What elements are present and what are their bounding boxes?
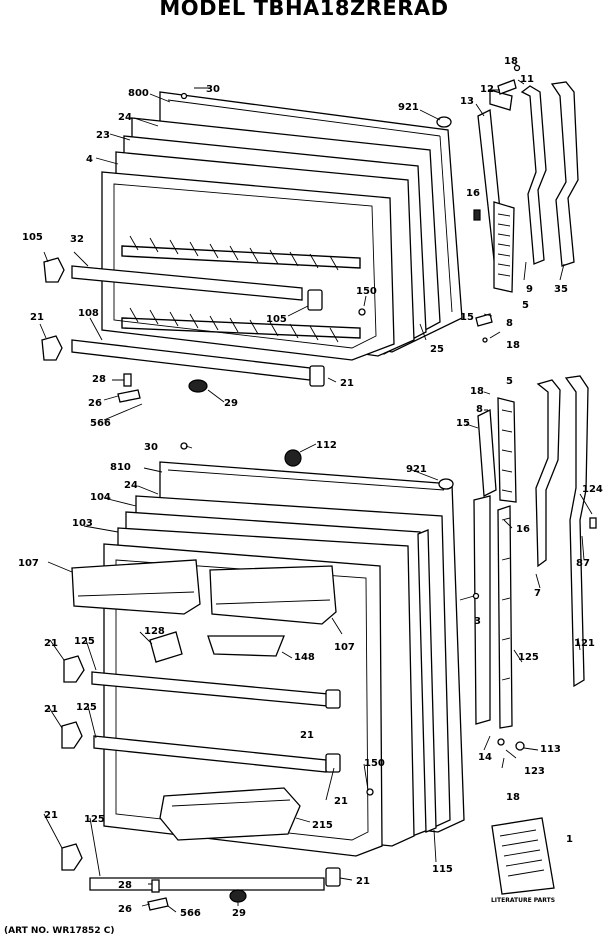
callout-921: 921 <box>398 102 419 113</box>
callout-103: 103 <box>72 518 93 529</box>
callout-8: 8 <box>506 318 513 329</box>
callout-108: 108 <box>78 308 99 319</box>
callout-125b: 125 <box>518 652 539 663</box>
callout-21c: 21 <box>44 638 58 649</box>
callout-1: 1 <box>566 834 573 845</box>
callout-26: 26 <box>88 398 102 409</box>
callout-5: 5 <box>522 300 529 311</box>
callout-4: 4 <box>86 154 93 165</box>
callout-107: 107 <box>18 558 39 569</box>
callout-30b: 30 <box>144 442 158 453</box>
callout-112: 112 <box>316 440 337 451</box>
callout-24b: 24 <box>124 480 138 491</box>
callout-28: 28 <box>92 374 106 385</box>
callout-21b: 21 <box>340 378 354 389</box>
callout-107b: 107 <box>334 642 355 653</box>
callout-24: 24 <box>118 112 132 123</box>
callout-128: 128 <box>144 626 165 637</box>
callout-29b: 29 <box>232 908 246 919</box>
fresh-food-door-assembly <box>61 375 597 911</box>
callout-113: 113 <box>540 744 561 755</box>
callout-23: 23 <box>96 130 110 141</box>
callout-21: 21 <box>30 312 44 323</box>
callout-566b: 566 <box>180 908 201 919</box>
callout-18: 18 <box>504 56 518 67</box>
callout-810: 810 <box>110 462 131 473</box>
callout-12: 12 <box>480 84 494 95</box>
callout-15: 15 <box>460 312 474 323</box>
callout-123: 123 <box>524 766 545 777</box>
callout-921b: 921 <box>406 464 427 475</box>
literature-parts-caption: LITERATURE PARTS <box>490 897 556 904</box>
callout-125d: 125 <box>84 814 105 825</box>
callout-11: 11 <box>520 74 534 85</box>
callout-15b: 15 <box>456 418 470 429</box>
callout-16b: 16 <box>516 524 530 535</box>
callout-5b: 5 <box>506 376 513 387</box>
callout-25: 25 <box>430 344 444 355</box>
callout-13: 13 <box>460 96 474 107</box>
callout-21g: 21 <box>44 810 58 821</box>
callout-18b: 18 <box>506 340 520 351</box>
callout-104: 104 <box>90 492 111 503</box>
callout-148: 148 <box>294 652 315 663</box>
callout-18c: 18 <box>470 386 484 397</box>
callout-8b: 8 <box>476 404 483 415</box>
callout-7: 7 <box>534 588 541 599</box>
callout-150: 150 <box>356 286 377 297</box>
freezer-door-assembly <box>41 64 579 403</box>
callout-9: 9 <box>526 284 533 295</box>
callout-21d: 21 <box>44 704 58 715</box>
callout-21e: 21 <box>300 730 314 741</box>
callout-87: 87 <box>576 558 590 569</box>
callout-150b: 150 <box>364 758 385 769</box>
callout-215: 215 <box>312 820 333 831</box>
callout-26b: 26 <box>118 904 132 915</box>
callout-800: 800 <box>128 88 149 99</box>
callout-115: 115 <box>432 864 453 875</box>
callout-labels: 18 11 12 800 30 921 13 24 23 4 16 105 32… <box>18 56 603 919</box>
callout-29: 29 <box>224 398 238 409</box>
callout-125: 125 <box>74 636 95 647</box>
callout-21h: 21 <box>356 876 370 887</box>
art-number: (ART NO. WR17852 C) <box>4 926 115 936</box>
callout-125c: 125 <box>76 702 97 713</box>
callout-566: 566 <box>90 418 111 429</box>
callout-21f: 21 <box>334 796 348 807</box>
callout-35: 35 <box>554 284 568 295</box>
callout-16: 16 <box>466 188 480 199</box>
callout-18d: 18 <box>506 792 520 803</box>
callout-28b: 28 <box>118 880 132 891</box>
callout-105b: 105 <box>266 314 287 325</box>
callout-32: 32 <box>70 234 84 245</box>
callout-30: 30 <box>206 84 220 95</box>
callout-105: 105 <box>22 232 43 243</box>
model-title: MODEL TBHA18ZRERAD <box>159 0 449 20</box>
callout-121: 121 <box>574 638 595 649</box>
callout-14: 14 <box>478 752 492 763</box>
callout-3: 3 <box>474 616 481 627</box>
callout-124: 124 <box>582 484 603 495</box>
leader-lines <box>39 61 593 913</box>
